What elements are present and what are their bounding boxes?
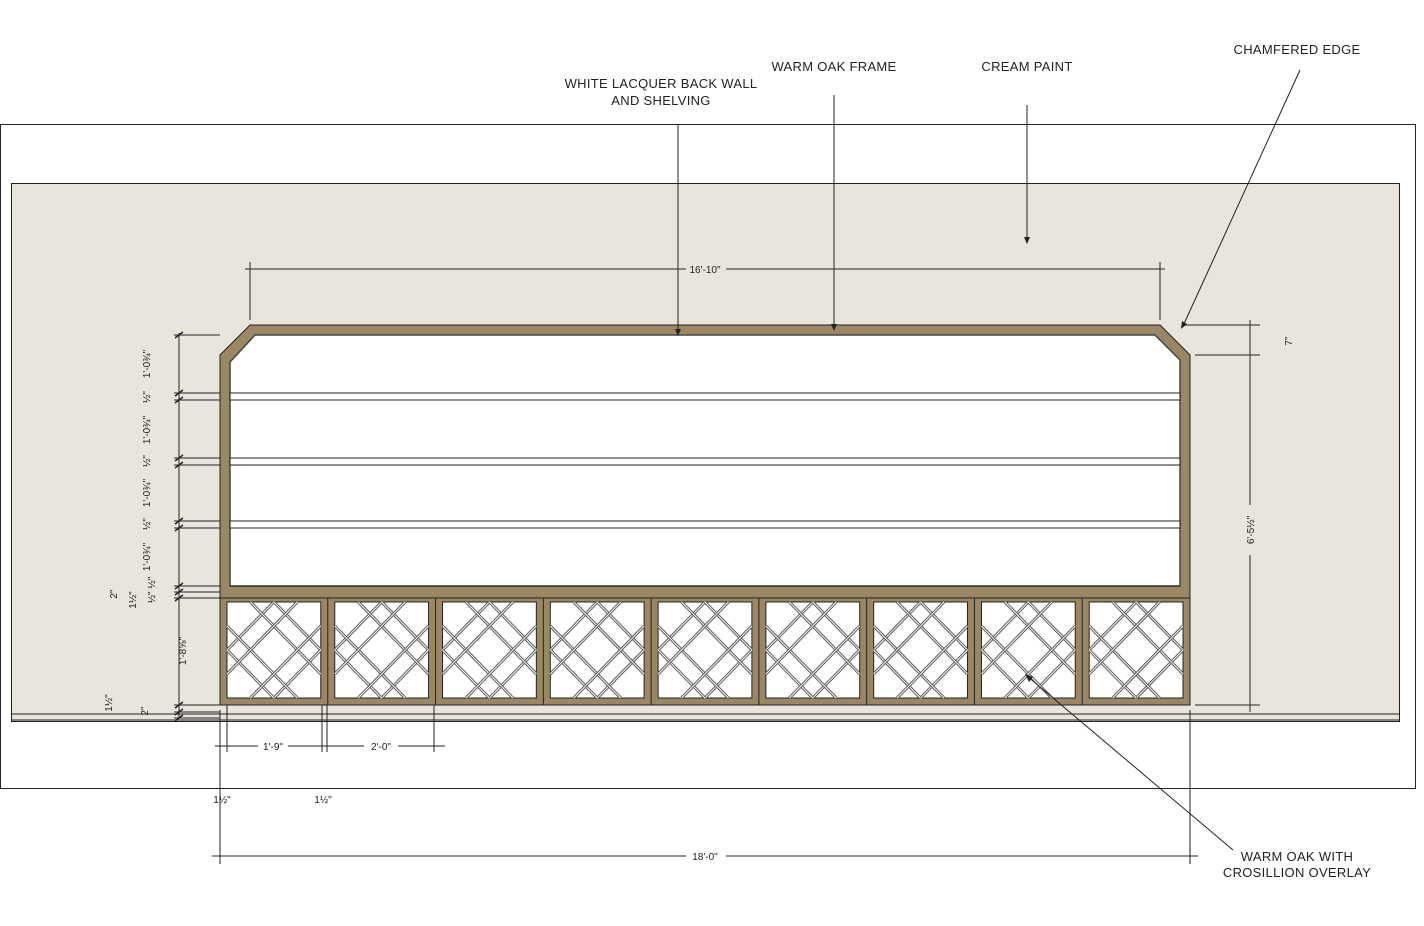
left-dim-label: 1'-8⅝" [178,636,189,665]
left-dim-label: 1½" [104,694,115,712]
crosillion-cabinet [435,598,538,705]
left-dim-label: ½" [142,455,153,467]
shelf [229,392,1181,401]
callout-chamfer: CHAMFERED EDGE [1234,42,1361,57]
left-dim-label: 1'-0¾" [142,415,153,444]
left-dim-label: 1'-0¾" [142,542,153,571]
dim-stile-left: 1½" [213,795,231,806]
left-dim-label: 2" [109,589,120,599]
crosillion-cabinet [758,598,861,705]
crosillion-cabinet [650,598,753,705]
cabinet-panel [980,601,1076,699]
cabinet-panel [657,601,753,699]
cabinet-panel [873,601,968,699]
cabinet-panel [226,601,322,699]
crosillion-cabinet [973,598,1077,705]
cabinet-panel [1088,601,1184,699]
callout-crosillion-2: CROSILLION OVERLAY [1223,865,1371,880]
dim-right-height: 6'-5½" [1246,515,1257,544]
crosillion-cabinet [542,598,646,705]
left-dim-label: 1'-0¾" [142,478,153,507]
cabinet-panel [549,601,645,699]
arrowheads [675,237,1187,682]
dim-chamfer-height: 7" [1284,336,1295,346]
left-dim-label: 1½" [128,591,139,609]
left-dim-label: ½" ½" [147,576,158,603]
callout-crosillion: WARM OAK WITH [1241,849,1353,864]
left-dim-label: 2" [140,706,151,716]
crosillion-cabinet [866,598,969,705]
dim-stile-mid: 1½" [314,795,332,806]
shelf [229,520,1181,529]
crosillion-cabinet [327,598,430,705]
callout-back-wall: WHITE LACQUER BACK WALL [565,76,758,91]
cabinet-panel [442,601,537,699]
callout-frame: WARM OAK FRAME [771,59,896,74]
left-dimension-labels: 1'-0¾" ½" 1'-0¾" ½" 1'-0¾" ½" 1'-0¾" ½" ½" 1½" 2"… [104,349,189,715]
left-dim-label: ½" [142,391,153,403]
shelving [229,392,1181,587]
dim-top-width: 16'-10" [689,265,720,276]
callout-paint: CREAM PAINT [981,59,1072,74]
cabinet-panel [334,601,430,699]
left-dimension-ticks [174,331,220,722]
crosillion-cabinet [1081,598,1185,705]
left-dim-label: ½" [142,518,153,530]
shelf [229,457,1181,466]
dim-cabinet-width: 1'-9" [263,742,283,753]
dim-overall-width: 18'-0" [692,852,718,863]
cabinet-row [219,597,1190,705]
callout-back-wall-2: AND SHELVING [611,93,710,108]
dim-cabinet-pitch: 2'-0" [371,742,391,753]
left-dim-label: 1'-0¾" [142,349,153,378]
cabinet-panel [765,601,861,699]
crosillion-cabinet [219,598,322,705]
